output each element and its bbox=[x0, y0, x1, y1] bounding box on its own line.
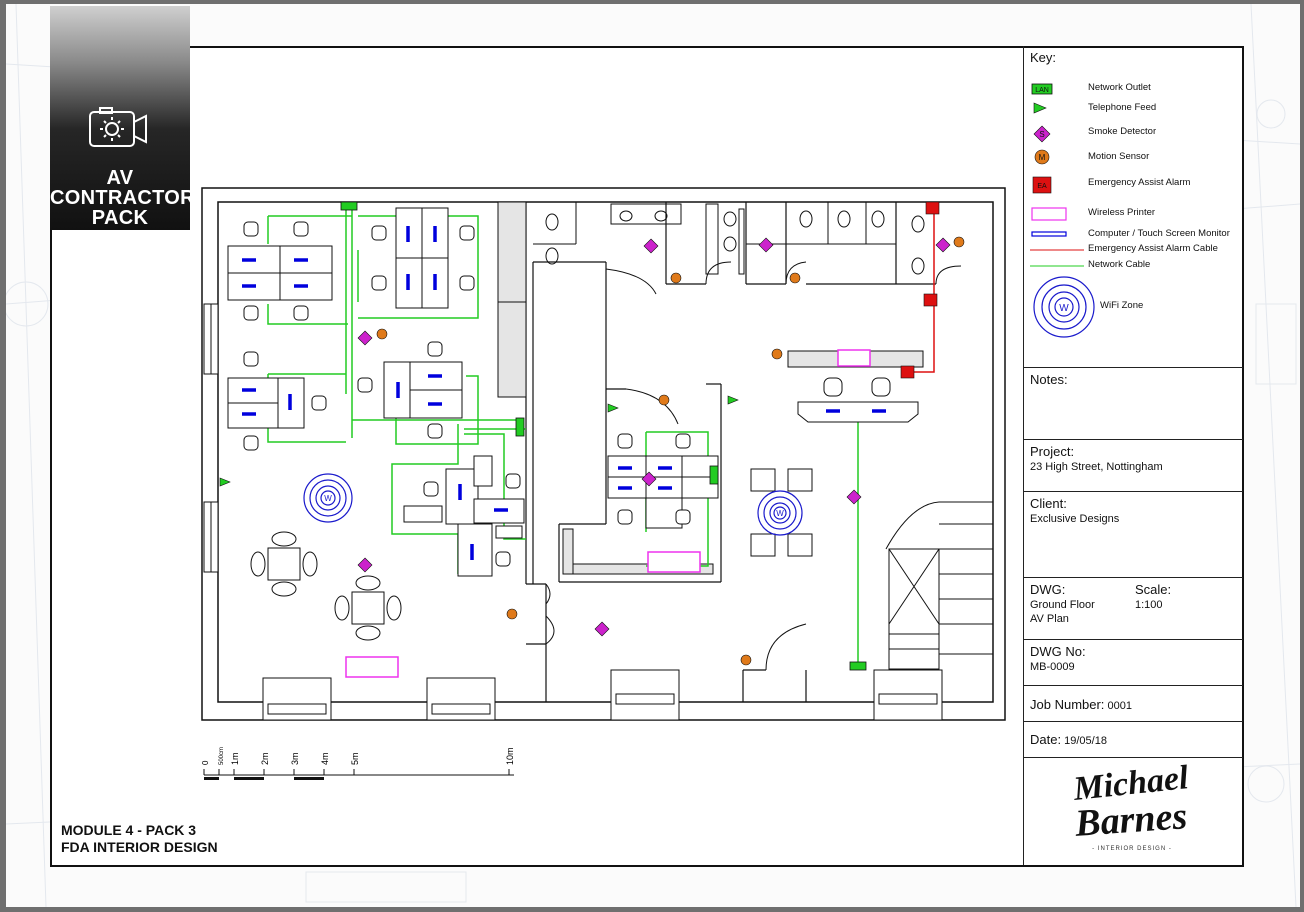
key-item-emergency-alarm: Emergency Assist Alarm bbox=[1088, 177, 1191, 188]
av-contractor-badge: AV CONTRACTOR PACK bbox=[50, 6, 195, 230]
motion-sensor-icon bbox=[1034, 149, 1050, 165]
notes-panel: Notes: bbox=[1024, 368, 1243, 440]
job-value: 0001 bbox=[1107, 700, 1132, 712]
camera-gear-icon bbox=[89, 107, 147, 147]
bay-windows bbox=[262, 669, 943, 721]
dwg-value-2: AV Plan bbox=[1030, 613, 1069, 625]
telephone-feed-icon bbox=[1033, 102, 1047, 114]
monitors bbox=[242, 226, 886, 560]
scale-label-10m: 10m bbox=[505, 747, 515, 765]
date-label: Date: bbox=[1030, 732, 1062, 747]
wireless-printers bbox=[345, 349, 871, 678]
job-label: Job Number: bbox=[1030, 697, 1105, 712]
meeting-tables bbox=[250, 455, 523, 641]
telephone-feeds bbox=[219, 395, 739, 487]
dwg-no-panel: DWG No: MB-0009 bbox=[1024, 640, 1243, 686]
emergency-alarms bbox=[900, 201, 940, 379]
key-item-network-outlet: Network Outlet bbox=[1088, 82, 1151, 93]
chairs bbox=[243, 221, 891, 567]
key-alarm-tag: EA bbox=[1037, 183, 1047, 190]
key-smoke-tag: S bbox=[1039, 130, 1044, 139]
lan-outlet-icon bbox=[1031, 83, 1053, 95]
module-line1: MODULE 4 - PACK 3 bbox=[61, 822, 197, 838]
key-panel: Key: Network Outlet Telephone Feed Smoke… bbox=[1024, 46, 1243, 368]
washroom-fixtures bbox=[533, 202, 925, 275]
key-item-monitor: Computer / Touch Screen Monitor bbox=[1088, 228, 1230, 239]
dwg-value-1: Ground Floor bbox=[1030, 599, 1095, 611]
key-item-alarm-cable: Emergency Assist Alarm Cable bbox=[1088, 243, 1218, 254]
staircase bbox=[885, 501, 994, 670]
job-panel: Job Number: 0001 bbox=[1024, 686, 1243, 722]
wireless-printer-icon bbox=[1031, 207, 1067, 221]
logo-line2: Barnes bbox=[1073, 795, 1189, 845]
client-panel: Client: Exclusive Designs bbox=[1024, 492, 1243, 578]
michael-barnes-logo: Michael Barnes - INTERIOR DESIGN - bbox=[1071, 759, 1191, 852]
notes-label: Notes: bbox=[1030, 372, 1068, 387]
emergency-alarm-icon bbox=[1032, 176, 1052, 194]
inner-wall bbox=[217, 201, 994, 703]
project-label: Project: bbox=[1030, 444, 1075, 459]
title-block: Key: Network Outlet Telephone Feed Smoke… bbox=[1023, 46, 1243, 865]
key-item-wireless-printer: Wireless Printer bbox=[1088, 207, 1156, 218]
wifi-zone-labels: W W bbox=[324, 494, 784, 518]
key-title: Key: bbox=[1030, 50, 1057, 65]
date-value: 19/05/18 bbox=[1064, 735, 1107, 747]
alarm-cable bbox=[908, 209, 935, 373]
badge-line3: PACK bbox=[91, 207, 149, 229]
scale-label-1m: 1m bbox=[230, 752, 240, 765]
wifi-zone-icon bbox=[1033, 276, 1095, 338]
drawing-sheet: AV CONTRACTOR PACK bbox=[6, 4, 1300, 907]
key-lan-tag: LAN bbox=[1035, 87, 1049, 94]
scale-label-4m: 4m bbox=[320, 752, 330, 765]
logo-tagline: - INTERIOR DESIGN - bbox=[1092, 846, 1172, 852]
wifi-zone-label: W bbox=[776, 509, 784, 518]
badge-line2: CONTRACTOR bbox=[50, 187, 195, 209]
module-line2: FDA INTERIOR DESIGN bbox=[61, 839, 218, 855]
scale-label: Scale: bbox=[1135, 582, 1172, 597]
smoke-detectors bbox=[357, 237, 951, 637]
scale-label-0: 0 bbox=[201, 760, 210, 765]
key-item-wifi-zone: WiFi Zone bbox=[1100, 300, 1144, 311]
key-wifi-tag: W bbox=[1059, 303, 1069, 314]
outer-wall bbox=[201, 187, 1006, 721]
smoke-detector-icon bbox=[1033, 125, 1051, 143]
key-item-motion-sensor: Motion Sensor bbox=[1088, 151, 1150, 162]
key-item-telephone-feed: Telephone Feed bbox=[1088, 102, 1157, 113]
client-label: Client: bbox=[1030, 496, 1067, 511]
interior-walls bbox=[525, 202, 936, 702]
project-value: 23 High Street, Nottingham bbox=[1030, 461, 1163, 473]
scale-label-5m: 5m bbox=[350, 752, 360, 765]
dwg-label: DWG: bbox=[1030, 582, 1066, 597]
key-symbols: LAN S M EA W bbox=[1030, 83, 1095, 338]
date-panel: Date: 19/05/18 bbox=[1024, 722, 1243, 758]
key-motion-tag: M bbox=[1039, 153, 1046, 162]
key-item-smoke-detector: Smoke Detector bbox=[1088, 126, 1157, 137]
scale-value: 1:100 bbox=[1135, 599, 1163, 611]
wifi-zone-label: W bbox=[324, 494, 332, 503]
key-item-network-cable: Network Cable bbox=[1088, 259, 1151, 270]
dwg-no-label: DWG No: bbox=[1030, 644, 1086, 659]
scale-label-500cm: 500cm bbox=[219, 747, 225, 765]
scale-label-2m: 2m bbox=[260, 752, 270, 765]
lan-outlets bbox=[340, 201, 867, 671]
module-label: MODULE 4 - PACK 3 FDA INTERIOR DESIGN bbox=[61, 822, 218, 856]
wifi-zones bbox=[303, 473, 803, 536]
grey-counters bbox=[497, 201, 924, 575]
project-panel: Project: 23 High Street, Nottingham bbox=[1024, 440, 1243, 492]
floor-plan: W W bbox=[201, 187, 1006, 721]
client-value: Exclusive Designs bbox=[1030, 513, 1120, 525]
scale-bar-graphic: 0 500cm 1m 2m 3m 4m 5m 10m bbox=[201, 747, 515, 780]
desks bbox=[227, 207, 919, 577]
dwg-panel: DWG: Ground Floor AV Plan Scale: 1:100 bbox=[1024, 578, 1243, 640]
monitor-icon bbox=[1031, 231, 1067, 237]
left-windows bbox=[203, 303, 219, 573]
badge-line1: AV bbox=[106, 167, 134, 189]
dwg-no-value: MB-0009 bbox=[1030, 661, 1075, 673]
motion-sensors bbox=[376, 236, 965, 666]
scale-label-3m: 3m bbox=[290, 752, 300, 765]
